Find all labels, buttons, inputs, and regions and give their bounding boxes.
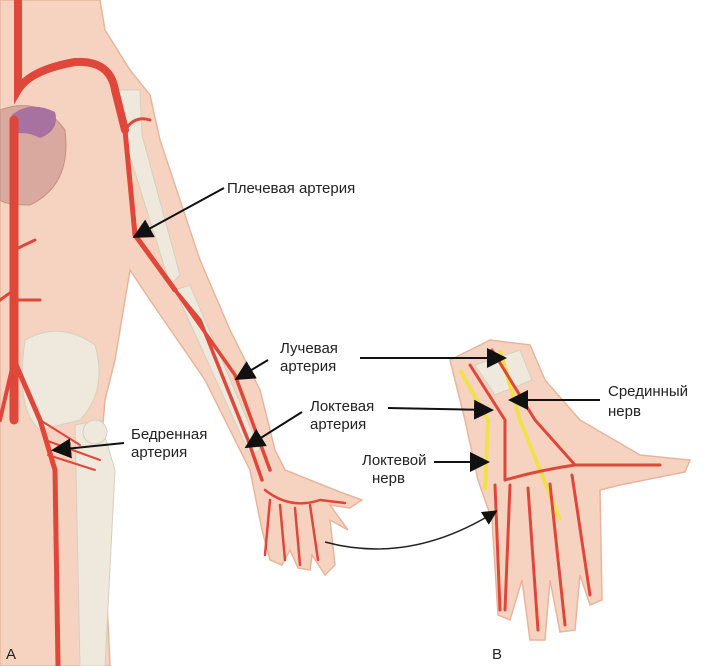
ulnar-nerve-label-1: Локтевой xyxy=(362,452,426,470)
ulnar-nerve-label-2: нерв xyxy=(372,470,405,488)
femur-head xyxy=(83,420,107,444)
panel-label-a: A xyxy=(6,646,16,663)
ulnar-artery-label-2: артерия xyxy=(310,416,366,434)
panel-label-b: B xyxy=(492,646,502,663)
median-nerve-label-1: Срединный xyxy=(608,383,688,401)
median-nerve-label-2: нерв xyxy=(608,403,641,421)
ulnar-artery-label-1: Локтевая xyxy=(310,398,374,416)
femoral-artery-label-2: артерия xyxy=(131,444,187,462)
brachial-artery-label: Плечевая артерия xyxy=(227,180,355,198)
radial-artery-label-1: Лучевая xyxy=(280,340,338,358)
femoral-artery-label-1: Бедренная xyxy=(131,426,207,444)
transition-arrow xyxy=(325,512,495,549)
radial-artery-label-2: артерия xyxy=(280,358,336,376)
